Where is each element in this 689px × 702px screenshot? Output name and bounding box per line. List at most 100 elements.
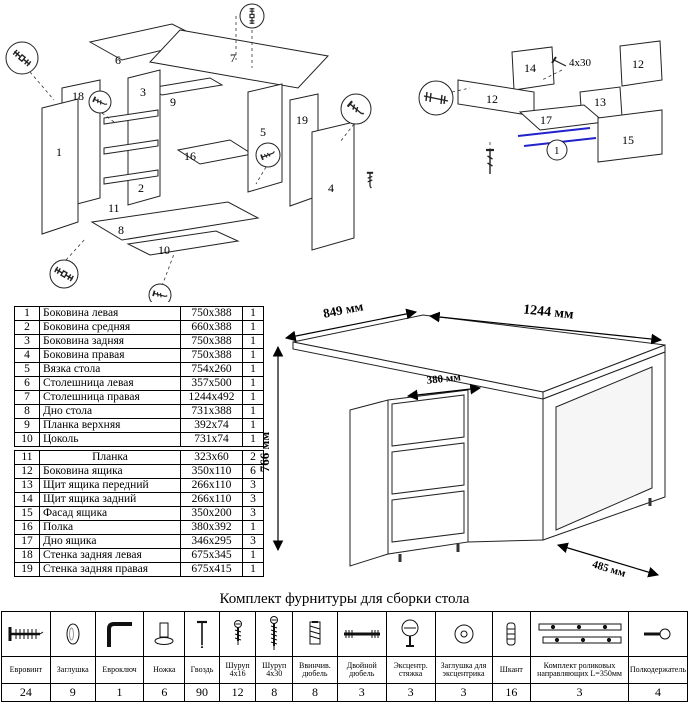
hw-icon-cell bbox=[385, 611, 436, 657]
hw-icon-cell bbox=[184, 611, 220, 657]
hw-qty-cell: 8 bbox=[255, 683, 294, 702]
part-size: 266x110 bbox=[180, 492, 243, 507]
main-exploded-diagram: 6 7 18 1 3 9 2 11 16 5 19 4 8 10 bbox=[5, 3, 375, 302]
strip-top-9 bbox=[148, 77, 224, 96]
part-size: 675x345 bbox=[180, 548, 243, 563]
part-callout-13: 13 bbox=[594, 95, 606, 109]
part-number: 15 bbox=[14, 506, 40, 521]
cam-cap-icon bbox=[454, 624, 473, 644]
part-number: 10 bbox=[14, 432, 40, 447]
dim-height: 766 мм bbox=[257, 432, 272, 473]
hw-icon-cell bbox=[94, 611, 145, 657]
part-size: 380x392 bbox=[180, 520, 243, 535]
part-name: Боковина ящика bbox=[39, 464, 181, 479]
part-number: 19 bbox=[14, 562, 40, 577]
hardware-table: Евровинт Заглушка Евроключ Ножка Гвоздь … bbox=[1, 611, 689, 702]
part-size: 323x60 bbox=[180, 450, 243, 465]
hw-name-cell: Шкант bbox=[491, 656, 532, 684]
dim-width-total: 1244 мм bbox=[522, 302, 574, 322]
part-size: 350x200 bbox=[180, 506, 243, 521]
part-name: Боковина средняя bbox=[39, 320, 181, 335]
hw-icon-cell bbox=[292, 611, 338, 657]
plinth-10 bbox=[126, 230, 240, 256]
part-number: 14 bbox=[14, 492, 40, 507]
hw-name-cell: Комплект роликовых направляющих L=350мм bbox=[530, 656, 629, 684]
hw-qty-cell: 3 bbox=[385, 683, 436, 702]
hw-qty-cell: 3 bbox=[530, 683, 629, 702]
part-number: 16 bbox=[14, 520, 40, 535]
hardware-qty-row: 24 9 1 6 90 12 8 8 3 3 3 16 3 4 bbox=[1, 683, 689, 702]
part-size: 754x260 bbox=[180, 362, 243, 377]
hw-icon-cell bbox=[336, 611, 387, 657]
drawer-front-2 bbox=[391, 442, 465, 495]
panel-bottom-8 bbox=[90, 201, 260, 241]
desk-dimension-drawing: 766 мм 849 мм 1244 мм 380 мм 485 мм bbox=[257, 298, 666, 580]
part-callout-16: 16 bbox=[184, 149, 196, 163]
part-number: 17 bbox=[14, 534, 40, 549]
drawer-front-15 bbox=[597, 109, 663, 163]
part-name: Щит ящика передний bbox=[39, 478, 181, 493]
drawer-exploded-diagram: 14 12 12 13 17 15 4x30 1 bbox=[418, 40, 663, 174]
part-name: Дно стола bbox=[39, 404, 181, 419]
hw-qty-cell: 12 bbox=[218, 683, 257, 702]
part-name: Столешница правая bbox=[39, 390, 181, 405]
dim-depth-left: 849 мм bbox=[322, 298, 365, 320]
hw-name-cell: Двойной дюбель bbox=[336, 656, 387, 684]
part-number: 13 bbox=[14, 478, 40, 493]
part-name: Фасад ящика bbox=[39, 506, 181, 521]
part-size: 675x415 bbox=[180, 562, 243, 577]
hw-qty-cell: 6 bbox=[143, 683, 186, 702]
part-size: 357x500 bbox=[180, 376, 243, 391]
part-number: 8 bbox=[14, 404, 40, 419]
panel-top-right-7 bbox=[149, 29, 329, 89]
part-callout-2: 2 bbox=[138, 181, 144, 195]
part-number: 9 bbox=[14, 418, 40, 433]
part-name: Вязка стола bbox=[39, 362, 181, 377]
hardware-icons-row bbox=[1, 611, 689, 657]
part-name: Планка bbox=[39, 450, 181, 465]
hw-name-cell: Шуруп 4x16 bbox=[218, 656, 257, 684]
hw-icon-cell bbox=[434, 611, 493, 657]
part-callout-18: 18 bbox=[72, 89, 84, 103]
part-qty: 1 bbox=[242, 562, 264, 577]
hw-qty-cell: 3 bbox=[434, 683, 493, 702]
part-name: Столешница левая bbox=[39, 376, 181, 391]
part-name: Боковина задняя bbox=[39, 334, 181, 349]
hw-name-cell: Полкодержатель bbox=[627, 656, 689, 684]
dim-depth-right: 485 мм bbox=[591, 558, 628, 580]
hw-icon-cell bbox=[218, 611, 257, 657]
part-size: 346x295 bbox=[180, 534, 243, 549]
part-size: 392x74 bbox=[180, 418, 243, 433]
nail-icon bbox=[196, 620, 207, 648]
euro-screw-icon bbox=[8, 627, 44, 641]
hw-qty-cell: 90 bbox=[184, 683, 220, 702]
part-callout-8: 8 bbox=[118, 223, 124, 237]
hw-icon-cell bbox=[491, 611, 532, 657]
hw-name-cell: Ножка bbox=[143, 656, 186, 684]
part-name: Планка верхняя bbox=[39, 418, 181, 433]
hw-icon-cell bbox=[1, 611, 51, 657]
drawer-front-1 bbox=[391, 394, 465, 447]
part-number: 11 bbox=[14, 450, 40, 465]
dim-inner: 380 мм bbox=[426, 371, 462, 387]
part-callout-5: 5 bbox=[260, 125, 266, 139]
hardware-names-row: Евровинт Заглушка Евроключ Ножка Гвоздь … bbox=[1, 656, 689, 684]
part-number: 6 bbox=[14, 376, 40, 391]
part-name: Стенка задняя правая bbox=[39, 562, 181, 577]
part-size: 350x110 bbox=[180, 464, 243, 479]
part-callout-17: 17 bbox=[540, 113, 552, 127]
part-size: 1244x492 bbox=[180, 390, 243, 405]
shelf-pin-icon bbox=[643, 628, 671, 640]
